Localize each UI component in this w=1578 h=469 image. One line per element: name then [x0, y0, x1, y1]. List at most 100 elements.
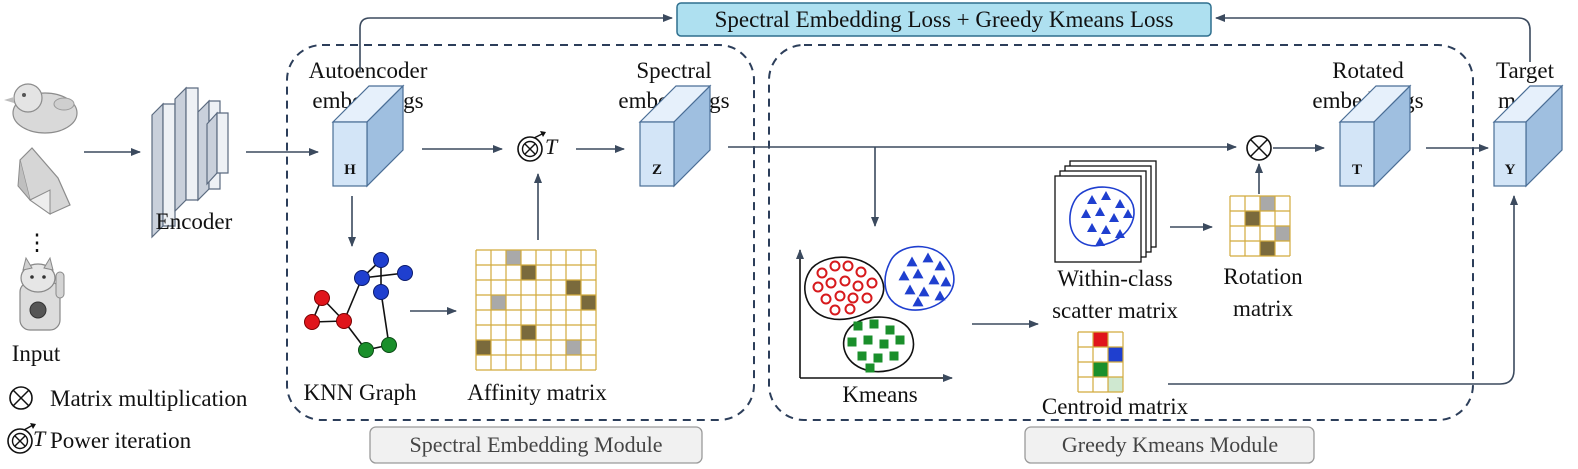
- cube-h: [331, 84, 405, 188]
- loss-banner: [676, 2, 1212, 37]
- within-class-point: [1123, 209, 1133, 218]
- grid-cell: [521, 265, 536, 280]
- power-iteration-symbol: [517, 131, 546, 162]
- red-cluster-point: [844, 303, 856, 315]
- within-class-point: [1095, 237, 1105, 246]
- red-cluster-point: [852, 280, 864, 292]
- blue-cluster-point: [940, 276, 952, 287]
- red-cluster-point: [829, 260, 841, 272]
- within-class-point: [1115, 229, 1125, 238]
- red-cluster-point: [847, 292, 859, 304]
- spectral-embeddings-label-1: Spectral: [636, 58, 711, 83]
- red-cluster-point: [825, 277, 837, 289]
- green-cluster-point: [863, 335, 873, 345]
- within-class-scatter-icon: [1054, 160, 1157, 263]
- centroid-matrix-grid: [1077, 331, 1124, 393]
- within-class-point: [1087, 195, 1097, 204]
- grid-cell: [476, 340, 491, 355]
- blue-cluster-point: [904, 284, 916, 295]
- grid-cell: [566, 340, 581, 355]
- blue-cluster-point: [922, 252, 934, 263]
- rotation-matrix-label-1: Rotation: [1223, 264, 1303, 289]
- blue-cluster-point: [906, 256, 918, 267]
- grid-cell: [491, 295, 506, 310]
- within-class-label-2: scatter matrix: [1052, 298, 1178, 323]
- green-cluster-point: [847, 337, 857, 347]
- greedy-module-label-box: [1024, 426, 1315, 464]
- legend-multiplication-icon: [9, 386, 33, 410]
- grid-cell: [1108, 377, 1123, 392]
- within-class-label-1: Within-class: [1057, 266, 1172, 291]
- red-cluster-point: [855, 266, 867, 278]
- green-cluster-point: [853, 321, 863, 331]
- within-class-point: [1087, 223, 1097, 232]
- grid-cell: [1108, 347, 1123, 362]
- blue-cluster-point: [928, 274, 940, 285]
- encoder-icon: [151, 86, 229, 239]
- rotated-embeddings-label-1: Rotated: [1332, 58, 1404, 83]
- red-cluster-point: [816, 267, 828, 279]
- green-cluster-point: [895, 335, 905, 345]
- cube-y: [1492, 84, 1564, 188]
- spectral-module-label-box: [369, 426, 703, 464]
- grid-cell: [566, 280, 581, 295]
- grid-cell: [1275, 226, 1290, 241]
- encoder-label: Encoder: [156, 209, 233, 234]
- within-class-point: [1101, 191, 1111, 200]
- red-cluster-point: [866, 277, 878, 289]
- green-cluster-point: [889, 351, 899, 361]
- knn-graph-label: KNN Graph: [303, 380, 417, 405]
- cube-y-symbol: Y: [1505, 162, 1516, 178]
- input-ellipsis: ⋮: [26, 230, 49, 255]
- arrow-centroid-y: [1168, 195, 1518, 385]
- cube-t: [1338, 84, 1412, 188]
- green-cluster-point: [885, 325, 895, 335]
- grid-cell: [506, 250, 521, 265]
- target-matrix-label-1: Target: [1496, 58, 1555, 83]
- within-class-point: [1095, 207, 1105, 216]
- loss-banner-text: Spectral Embedding Loss + Greedy Kmeans …: [715, 7, 1174, 32]
- red-cluster-point: [812, 281, 824, 293]
- red-cluster-point: [834, 290, 846, 302]
- duck-object: [4, 83, 78, 134]
- blue-cluster-point: [898, 270, 910, 281]
- spectral-module-frame: [286, 44, 755, 421]
- centroid-matrix-label: Centroid matrix: [1042, 394, 1189, 419]
- wedge-object: [17, 147, 71, 215]
- within-class-point: [1081, 209, 1091, 218]
- spectral-module-label: Spectral Embedding Module: [410, 432, 663, 457]
- within-class-point: [1115, 199, 1125, 208]
- green-cluster-point: [879, 339, 889, 349]
- legend-power-exponent: T: [33, 426, 47, 451]
- input-label: Input: [12, 341, 61, 366]
- red-cluster-point: [829, 304, 841, 316]
- blue-cluster-point: [912, 296, 924, 307]
- red-cluster-point: [861, 292, 873, 304]
- grid-cell: [581, 295, 596, 310]
- knn-graph-icon: [304, 252, 413, 358]
- grid-cell: [1260, 196, 1275, 211]
- greedy-module-frame: [768, 44, 1474, 421]
- green-cluster-point: [869, 319, 879, 329]
- within-class-point: [1109, 213, 1119, 222]
- cube-t-symbol: T: [1352, 162, 1362, 178]
- greedy-module-label: Greedy Kmeans Module: [1062, 432, 1278, 457]
- green-cluster-point: [857, 351, 867, 361]
- grid-cell: [521, 325, 536, 340]
- cube-z: [638, 84, 712, 188]
- arrow-y-to-loss: [1215, 14, 1531, 62]
- cube-h-symbol: H: [344, 162, 356, 178]
- green-cluster-point: [865, 363, 875, 373]
- red-cluster-point: [839, 275, 851, 287]
- blue-cluster-point: [912, 268, 924, 279]
- green-cluster-point: [873, 353, 883, 363]
- red-cluster-point: [820, 293, 832, 305]
- blue-cluster-point: [934, 290, 946, 301]
- kmeans-plot: [796, 245, 955, 382]
- within-class-point: [1101, 225, 1111, 234]
- legend-power-iteration-label: Power iteration: [50, 428, 192, 453]
- lucky-cat-object: [19, 256, 65, 331]
- blue-cluster-point: [934, 260, 946, 271]
- red-cluster-point: [842, 260, 854, 272]
- legend-multiplication-label: Matrix multiplication: [50, 386, 248, 411]
